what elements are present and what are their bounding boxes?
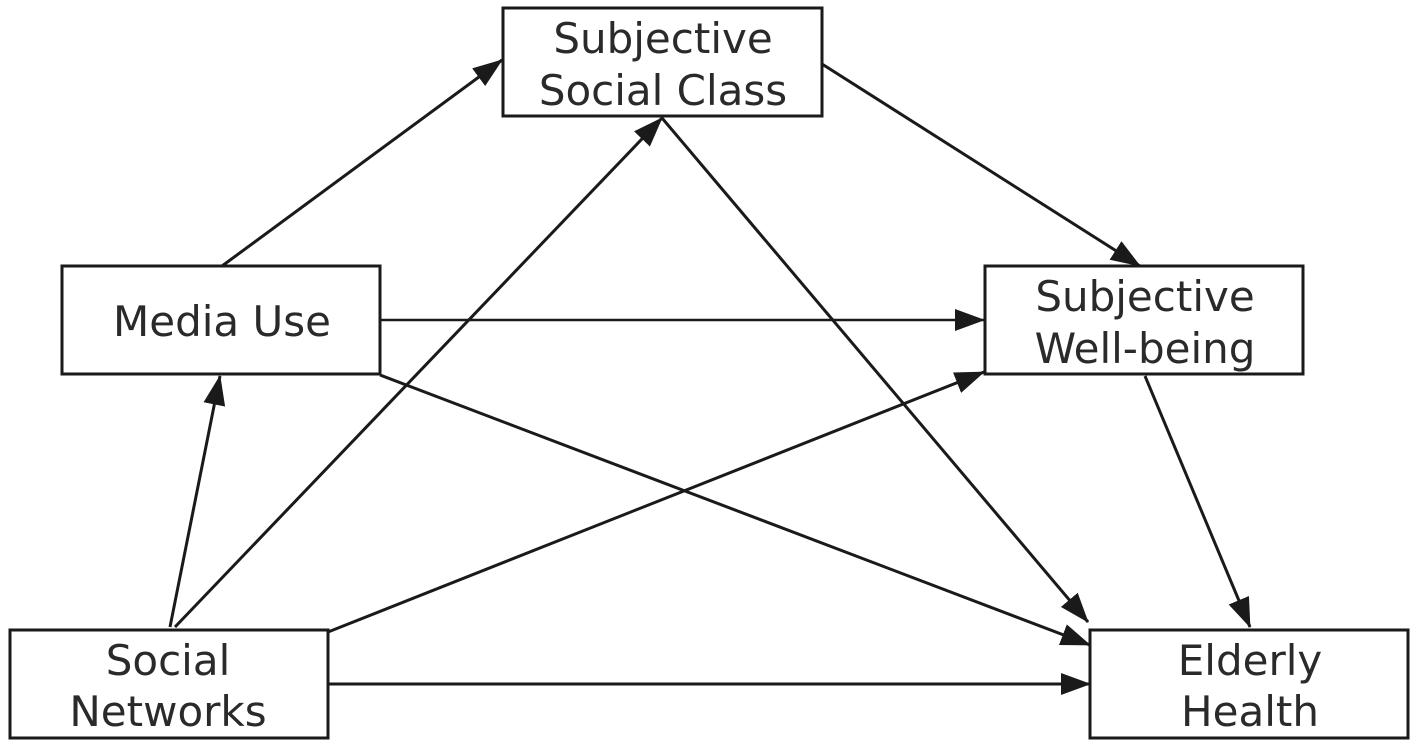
edge-media-use-to-subjective-social-class [221, 58, 503, 268]
node-label-line-1: Social [106, 636, 231, 685]
edges [168, 58, 1252, 695]
node-box [1088, 628, 1410, 740]
edge-subjective-social-class-to-elderly-health [660, 117, 1090, 623]
edge-social-networks-to-subjective-social-class [173, 116, 664, 629]
node-box [501, 6, 824, 118]
node-label-line-1: Elderly [1178, 636, 1323, 685]
node-box [8, 628, 330, 740]
node-box [983, 264, 1305, 376]
node-label-line-2: Social Class [539, 66, 787, 115]
node-subjective-well-being: Subjective Well-being [983, 264, 1305, 376]
node-label-line-2: Networks [69, 687, 266, 736]
node-subjective-social-class: Subjective Social Class [501, 6, 824, 118]
node-label-line-1: Subjective [553, 14, 772, 63]
edge-social-networks-to-media-use [168, 375, 226, 628]
edge-subjective-social-class-to-subjective-well-being [821, 62, 1141, 268]
node-box [60, 264, 382, 376]
edge-social-networks-to-subjective-well-being [327, 370, 985, 634]
node-label-line-2: Well-being [1035, 324, 1256, 373]
node-label-line-1: Media Use [113, 297, 331, 346]
node-media-use: Media Use [60, 264, 382, 376]
edge-media-use-to-elderly-health [379, 373, 1091, 647]
node-label-line-2: Health [1181, 687, 1319, 736]
edge-subjective-well-being-to-elderly-health [1143, 375, 1252, 628]
node-label-line-1: Subjective [1035, 272, 1254, 321]
node-elderly-health: Elderly Health [1088, 628, 1410, 740]
node-social-networks: Social Networks [8, 628, 330, 740]
